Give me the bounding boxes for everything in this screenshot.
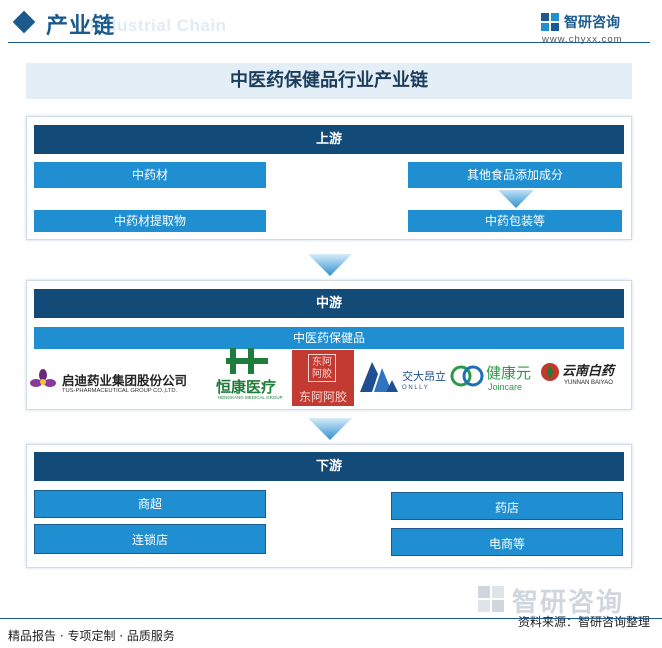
company-logo-qidi: 启迪药业集团股份公司 TUS-PHARMACEUTICAL GROUP CO.,…: [30, 366, 210, 406]
upstream-item-herbs: 中药材: [34, 162, 266, 188]
upstream-header: 上游: [34, 125, 624, 154]
flow-arrow-icon: [308, 254, 352, 276]
yunnan-emblem-icon: [541, 363, 559, 381]
diamond-icon: [12, 10, 36, 34]
header-ghost-subtitle: Industrial Chain: [90, 16, 227, 35]
downstream-item-ecommerce: 电商等: [391, 528, 623, 556]
seal-text: 东阿阿胶: [312, 357, 332, 380]
downstream-item-supermarket: 商超: [34, 490, 266, 518]
footer-brand-name: 智研咨询: [512, 588, 625, 618]
page-header: Industrial Chain 产业链 智研咨询 www.chyxx.com: [0, 0, 662, 46]
header-divider: [8, 42, 650, 43]
company-subname: TUS-PHARMACEUTICAL GROUP CO.,LTD.: [62, 388, 178, 394]
midstream-product: 中医药保健品: [34, 327, 624, 349]
company-name: 交大昂立: [402, 370, 446, 383]
company-name: 健康元: [486, 364, 532, 382]
company-name: 东阿阿胶: [298, 390, 347, 404]
company-logo-dongeejiao: 东阿阿胶 东阿阿胶: [292, 350, 354, 406]
downstream-header: 下游: [34, 452, 624, 481]
footer-slogan: 精品报告 · 专项定制 · 品质服务: [8, 629, 175, 643]
upstream-item-extracts: 中药材提取物: [34, 210, 266, 232]
company-logo-hengkang: 恒康医疗 HENGKANG MEDICAL GROUP: [216, 348, 286, 406]
joincare-rings-icon: [450, 365, 484, 387]
qidi-flower-icon: [30, 369, 56, 387]
diagram-title: 中医药保健品行业产业链: [26, 63, 632, 99]
company-subname: O N L L Y: [402, 385, 428, 391]
brand-logo-icon: [541, 13, 559, 31]
company-logo-yunnanbaiyao: 云南白药 YUNNAN BAIYAO: [538, 358, 628, 402]
source-note: 资料来源：智研咨询整理: [517, 615, 650, 629]
flow-arrow-icon: [308, 418, 352, 440]
brand-url: www.chyxx.com: [542, 34, 623, 45]
footer-brand-logo-icon: [478, 586, 504, 612]
downstream-item-chain-store: 连锁店: [34, 524, 266, 554]
company-subname: Joincare: [488, 382, 523, 392]
footer-brand-mark: 智研咨询: [472, 582, 652, 618]
small-down-arrow-icon: [498, 190, 534, 208]
company-logos: 启迪药业集团股份公司 TUS-PHARMACEUTICAL GROUP CO.,…: [30, 348, 628, 406]
downstream-item-pharmacy: 药店: [391, 492, 623, 520]
dongeejiao-seal: 东阿阿胶: [308, 354, 336, 382]
upstream-item-packaging: 中药包装等: [408, 210, 622, 232]
footer-divider: [0, 618, 662, 619]
hengkang-mark-icon: [226, 348, 268, 374]
brand-block: 智研咨询 www.chyxx.com: [540, 10, 650, 45]
company-logo-jiaodaangli: 交大昂立 O N L L Y: [358, 354, 446, 404]
company-name: 恒康医疗: [216, 378, 277, 396]
company-logo-joincare: 健康元 Joincare: [450, 360, 540, 400]
jiaoda-peaks-icon: [360, 362, 398, 392]
company-name: 云南白药: [562, 364, 615, 379]
midstream-header: 中游: [34, 289, 624, 318]
brand-name: 智研咨询: [564, 15, 620, 31]
upstream-item-additives: 其他食品添加成分: [408, 162, 622, 188]
company-subname: HENGKANG MEDICAL GROUP: [218, 395, 283, 400]
company-name: 启迪药业集团股份公司: [62, 373, 188, 388]
page-title: 产业链: [46, 14, 116, 39]
company-subname: YUNNAN BAIYAO: [564, 380, 613, 386]
